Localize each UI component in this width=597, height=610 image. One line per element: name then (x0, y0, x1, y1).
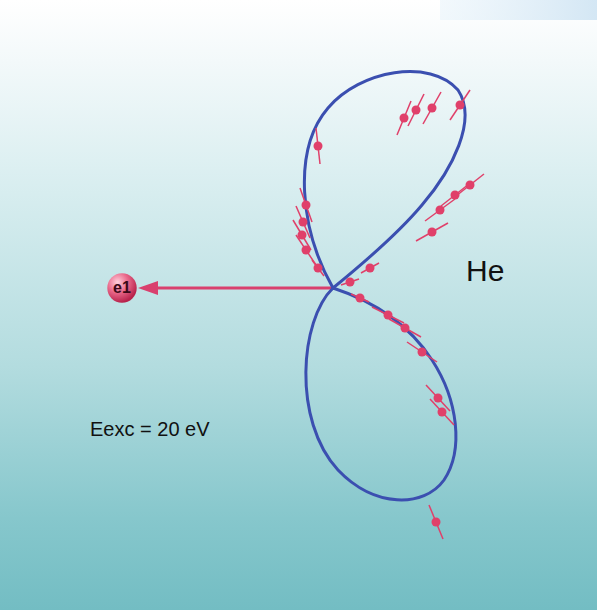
upper-lobe (304, 72, 465, 288)
momentum-arrow (150, 287, 333, 290)
target-label: He (466, 254, 504, 288)
logo-fragment (440, 0, 597, 20)
lower-lobe (306, 288, 456, 500)
electron-ball: e1 (107, 273, 137, 303)
error-bars (293, 90, 484, 539)
energy-label: Eexc = 20 eV (90, 418, 210, 441)
particle-label: e1 (113, 279, 131, 297)
arrow-head (138, 281, 158, 295)
data-points (298, 101, 475, 527)
